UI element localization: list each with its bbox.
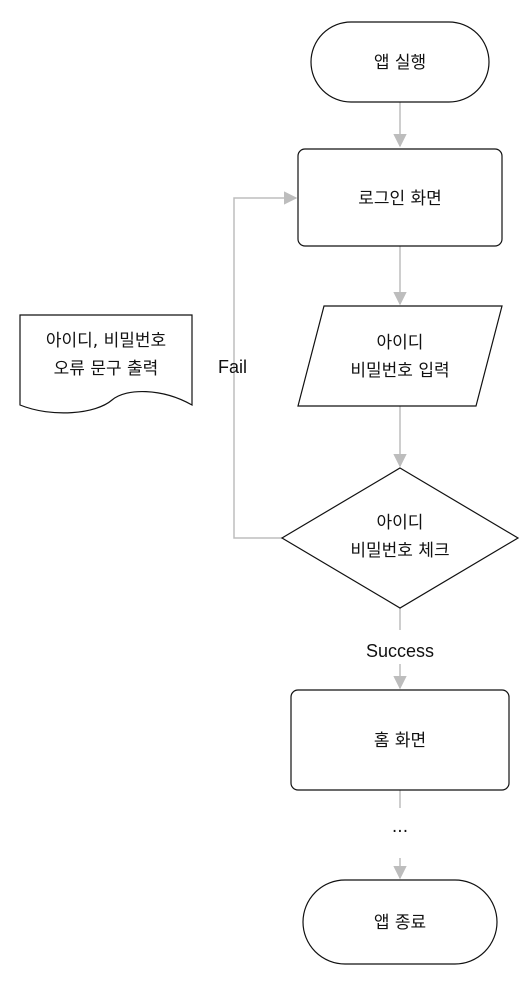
input-data-shape	[297, 305, 503, 407]
node-home-screen: 홈 화면	[290, 689, 510, 791]
node-input: 아이디 비밀번호 입력	[297, 305, 503, 407]
ellipsis-label: ...	[392, 817, 408, 837]
login-screen-label: 로그인 화면	[358, 189, 442, 209]
input-label-line1: 아이디	[377, 333, 424, 353]
edge-fail-loop	[233, 191, 298, 539]
edges	[233, 102, 407, 880]
node-start: 앱 실행	[310, 21, 490, 103]
error-label-line2: 오류 문구 출력	[54, 359, 159, 379]
home-screen-label: 홈 화면	[374, 731, 426, 751]
node-error-output: 아이디, 비밀번호 오류 문구 출력	[19, 314, 193, 414]
node-end: 앱 종료	[302, 879, 498, 965]
input-label-line2: 비밀번호 입력	[350, 361, 449, 381]
end-terminator-shape	[302, 879, 498, 965]
login-screen-process-shape	[297, 148, 503, 247]
start-terminator-shape	[310, 21, 490, 103]
start-label: 앱 실행	[374, 53, 426, 73]
check-label-line2: 비밀번호 체크	[350, 541, 449, 561]
check-label-line1: 아이디	[377, 513, 424, 533]
node-check: 아이디 비밀번호 체크	[280, 467, 520, 609]
error-label-line1: 아이디, 비밀번호	[46, 331, 166, 351]
home-screen-process-shape	[290, 689, 510, 791]
node-login-screen: 로그인 화면	[297, 148, 503, 247]
success-edge-label: Success	[366, 641, 434, 661]
error-document-shape	[19, 314, 193, 414]
fail-edge-label: Fail	[218, 357, 247, 377]
end-label: 앱 종료	[374, 913, 426, 933]
check-decision-shape	[280, 467, 520, 609]
